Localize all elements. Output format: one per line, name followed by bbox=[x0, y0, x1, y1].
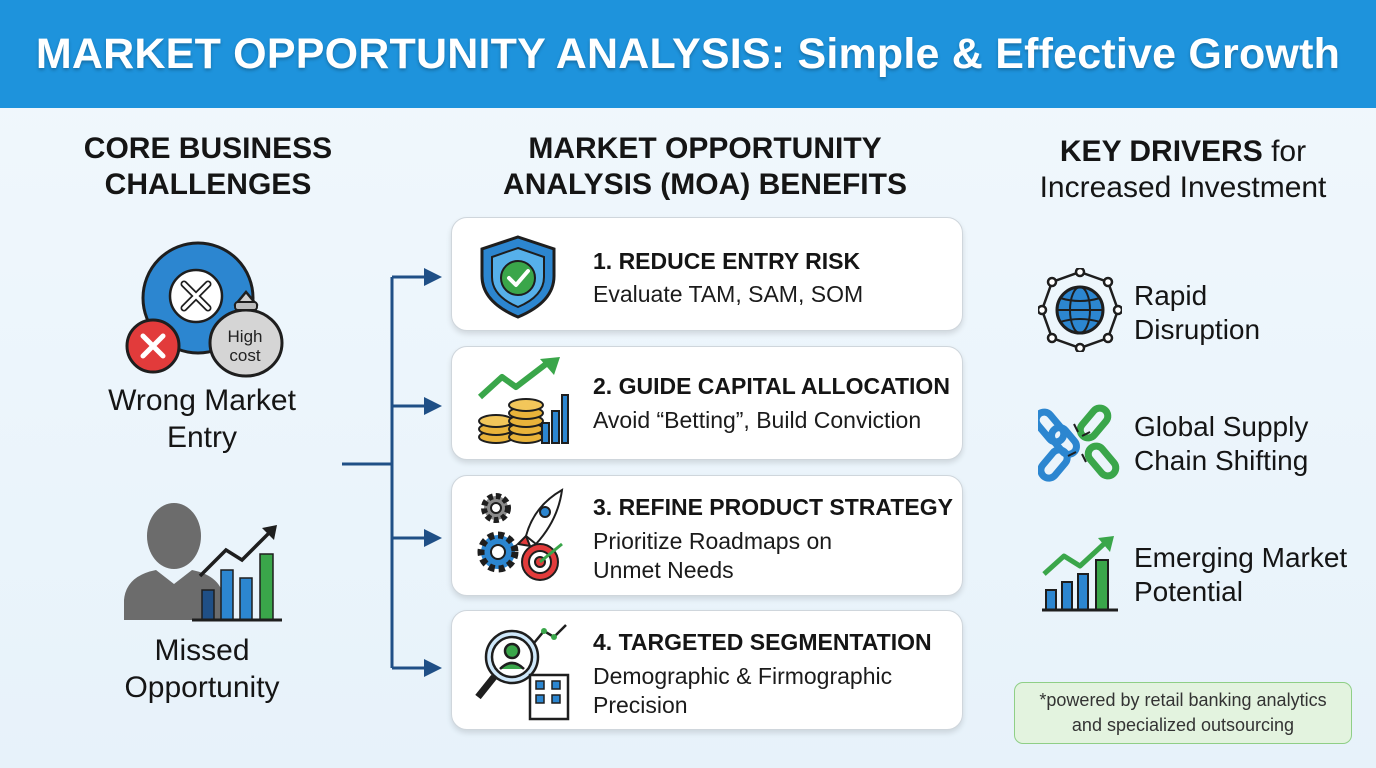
missed-opportunity-label: Missed Opportunity bbox=[72, 632, 332, 706]
card-title: 1. REDUCE ENTRY RISK bbox=[593, 248, 861, 274]
card-desc-line2: Precision bbox=[593, 692, 688, 718]
benefits-heading-line2: ANALYSIS (MOA) BENEFITS bbox=[503, 168, 907, 201]
driver-global-supply-chain: Global Supply Chain Shifting bbox=[1134, 410, 1308, 478]
driver-line1: Emerging Market bbox=[1134, 542, 1348, 573]
shield-check-icon bbox=[480, 235, 556, 319]
driver-line2: Potential bbox=[1134, 576, 1243, 607]
drivers-heading-rest: for bbox=[1262, 135, 1307, 168]
high-cost-line1: High bbox=[227, 327, 263, 346]
driver-line2: Disruption bbox=[1134, 314, 1261, 345]
card-desc-line1: Evaluate TAM, SAM, SOM bbox=[593, 281, 864, 307]
card-title: 2. GUIDE CAPITAL ALLOCATION bbox=[593, 373, 950, 399]
card-desc-line1: Avoid “Betting”, Build Conviction bbox=[593, 407, 922, 433]
benefit-card-targeted-segmentation: 4. TARGETED SEGMENTATION Demographic & F… bbox=[451, 610, 963, 730]
missed-line2: Opportunity bbox=[124, 671, 280, 704]
footnote-line2: and specialized outsourcing bbox=[1071, 715, 1295, 735]
magnifier-building-icon bbox=[475, 624, 570, 721]
card-desc-line1: Demographic & Firmographic bbox=[593, 663, 893, 689]
driver-line1: Global Supply bbox=[1134, 411, 1309, 442]
benefit-card-reduce-entry-risk: 1. REDUCE ENTRY RISK Evaluate TAM, SAM, … bbox=[451, 217, 963, 331]
card-title: 3. REFINE PRODUCT STRATEGY bbox=[593, 494, 953, 520]
coins-growth-icon bbox=[477, 357, 569, 444]
missed-opportunity-icon bbox=[124, 503, 282, 622]
drivers-heading-bold: KEY DRIVERS bbox=[1059, 135, 1263, 168]
card-desc-line2: Unmet Needs bbox=[593, 557, 734, 583]
title-banner: MARKET OPPORTUNITY ANALYSIS: Simple & Ef… bbox=[0, 0, 1376, 108]
challenges-heading-line2: CHALLENGES bbox=[104, 168, 312, 201]
card-desc-line1: Prioritize Roadmaps on bbox=[593, 528, 833, 554]
missed-line1: Missed bbox=[154, 634, 250, 667]
challenges-heading: CORE BUSINESS CHALLENGES bbox=[60, 131, 356, 203]
high-cost-label: High cost bbox=[218, 327, 272, 365]
drivers-heading: KEY DRIVERS for Increased Investment bbox=[1020, 134, 1346, 206]
driver-line2: Chain Shifting bbox=[1134, 445, 1309, 476]
driver-line1: Rapid bbox=[1134, 280, 1208, 311]
benefit-card-guide-capital-allocation: 2. GUIDE CAPITAL ALLOCATION Avoid “Betti… bbox=[451, 346, 963, 460]
challenges-heading-line1: CORE BUSINESS bbox=[83, 132, 333, 165]
page-title: MARKET OPPORTUNITY ANALYSIS: Simple & Ef… bbox=[35, 29, 1341, 78]
gears-rocket-target-icon bbox=[477, 488, 564, 581]
benefits-heading: MARKET OPPORTUNITY ANALYSIS (MOA) BENEFI… bbox=[470, 131, 940, 203]
wrong-market-line1: Wrong Market bbox=[108, 384, 296, 417]
driver-rapid-disruption: Rapid Disruption bbox=[1134, 279, 1260, 347]
benefits-heading-line1: MARKET OPPORTUNITY bbox=[528, 132, 882, 165]
wrong-market-entry-icon bbox=[125, 241, 284, 378]
footnote-box: *powered by retail banking analytics and… bbox=[1014, 682, 1352, 744]
high-cost-line2: cost bbox=[229, 346, 261, 365]
broken-chain-icon bbox=[1038, 404, 1120, 482]
growth-chart-icon bbox=[1042, 536, 1118, 612]
wrong-market-line2: Entry bbox=[166, 421, 238, 454]
wrong-market-entry-label: Wrong Market Entry bbox=[72, 382, 332, 456]
driver-emerging-market: Emerging Market Potential bbox=[1134, 541, 1347, 609]
benefit-card-refine-product-strategy: 3. REFINE PRODUCT STRATEGY Prioritize Ro… bbox=[451, 475, 963, 596]
globe-network-icon bbox=[1038, 268, 1122, 352]
footnote-line1: *powered by retail banking analytics bbox=[1039, 690, 1327, 710]
card-title: 4. TARGETED SEGMENTATION bbox=[593, 629, 932, 655]
drivers-heading-line2: Increased Investment bbox=[1039, 171, 1327, 204]
